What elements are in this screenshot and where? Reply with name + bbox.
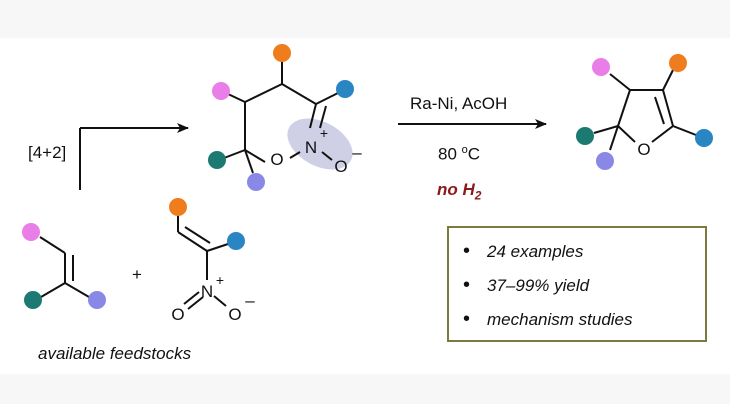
product-substituent-blue — [695, 129, 713, 147]
nitro-minus-charge: – — [245, 291, 255, 310]
furan-oxygen: O — [637, 140, 650, 159]
n-oxide-oxygen: O — [334, 157, 347, 176]
substituent-blue — [336, 80, 354, 98]
dihydrofuran-product: O — [576, 54, 713, 170]
cycloaddition-arrow — [79, 123, 189, 190]
alkene-substituent-teal — [24, 291, 42, 309]
cycloaddition-label: [4+2] — [28, 143, 67, 162]
hydrogen-subscript: 2 — [474, 188, 482, 203]
highlight-item: 37–99% yield — [463, 274, 589, 297]
no-hydrogen-note: no H2 — [437, 180, 481, 202]
nitroalkene-feedstock: N + O O – — [169, 198, 255, 324]
nitro-plus-charge: + — [216, 272, 224, 288]
highlight-item: 24 examples — [463, 240, 583, 263]
product-substituent-teal — [576, 127, 594, 145]
nitroalkene-substituent-blue — [227, 232, 245, 250]
reagents-label: Ra-Ni, AcOH — [410, 94, 508, 113]
nitrogen-plus-charge: + — [320, 125, 328, 141]
nitro-oxygen-left: O — [171, 305, 184, 324]
temperature-value: 80 — [438, 144, 457, 164]
oxazine-nitrogen: N — [305, 138, 317, 157]
substituent-lavender — [247, 173, 265, 191]
substituent-teal — [208, 151, 226, 169]
substituent-orange — [273, 44, 291, 62]
alkene-feedstock — [22, 223, 106, 309]
oxazine-n-oxide: O N + O – — [208, 44, 362, 191]
product-substituent-lavender — [596, 152, 614, 170]
alkene-substituent-lavender — [88, 291, 106, 309]
temperature-label: 80 oC — [438, 144, 480, 165]
bottom-band — [0, 374, 730, 404]
feedstocks-caption: available feedstocks — [38, 344, 192, 363]
nitro-nitrogen: N — [201, 282, 213, 301]
oxide-minus-charge: – — [352, 143, 362, 162]
degree-mark: o — [461, 144, 468, 156]
nitro-oxygen-right: O — [228, 305, 241, 324]
top-band — [0, 0, 730, 38]
highlights-box: 24 examples 37–99% yield mechanism studi… — [447, 226, 707, 342]
product-substituent-pink — [592, 58, 610, 76]
product-substituent-orange — [669, 54, 687, 72]
oxazine-oxygen: O — [270, 150, 283, 169]
no-hydrogen-text: no H — [437, 180, 475, 199]
nitroalkene-substituent-orange — [169, 198, 187, 216]
highlight-item: mechanism studies — [463, 308, 633, 331]
feedstock-plus-sign: + — [132, 265, 142, 284]
alkene-substituent-pink — [22, 223, 40, 241]
temperature-unit: C — [467, 144, 481, 164]
substituent-pink — [212, 82, 230, 100]
n-oxide-highlight — [287, 118, 353, 170]
